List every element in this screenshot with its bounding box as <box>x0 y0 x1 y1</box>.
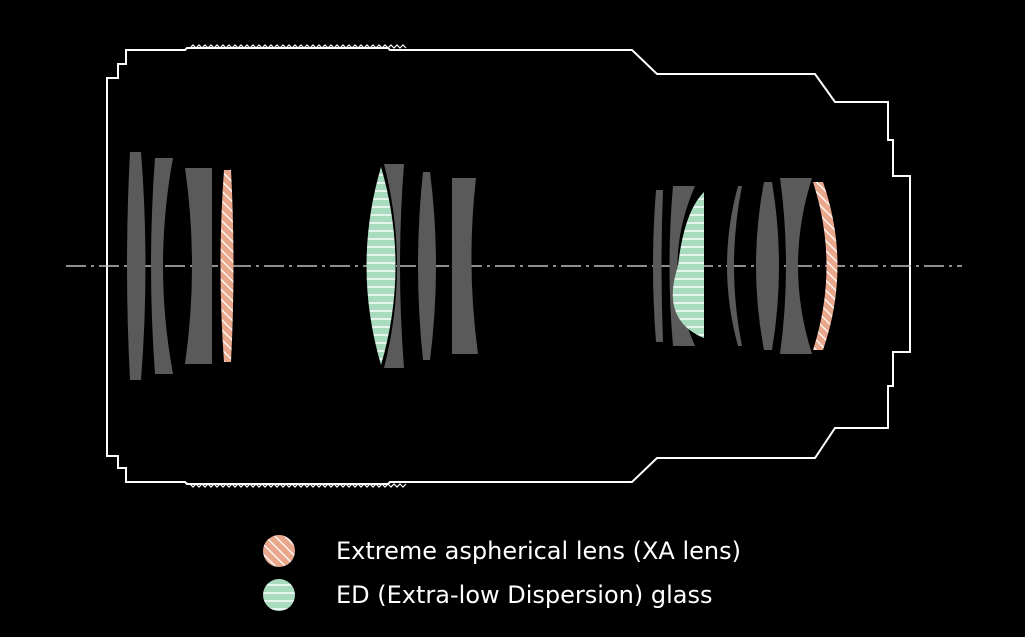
xa-lens-2 <box>813 182 838 350</box>
legend-item-ed-glass: ED (Extra-low Dispersion) glass <box>262 578 712 612</box>
lens-element-10 <box>756 182 779 350</box>
ed-lens-2 <box>672 192 704 338</box>
lens-element-9 <box>727 186 742 346</box>
xa-lens-swatch-icon <box>263 535 295 567</box>
lens-element-6 <box>452 178 478 354</box>
lens-element-1 <box>127 152 146 380</box>
focus-ring-knurl-bottom <box>189 483 407 488</box>
legend-label-ed-glass: ED (Extra-low Dispersion) glass <box>336 581 713 609</box>
legend-label-xa-lens: Extreme aspherical lens (XA lens) <box>336 537 741 565</box>
focus-ring-knurl-top <box>189 44 407 49</box>
legend-item-xa-lens: Extreme aspherical lens (XA lens) <box>262 534 741 568</box>
lens-element-2 <box>151 158 173 374</box>
lens-element-3 <box>185 168 212 364</box>
ed-glass-swatch-icon <box>263 579 295 611</box>
lens-element-7 <box>653 190 663 342</box>
lens-element-4 <box>384 164 404 368</box>
lens-element-5 <box>418 172 436 360</box>
xa-lens-1 <box>220 170 234 362</box>
ed-lens-1 <box>366 167 396 365</box>
lens-element-11 <box>780 178 812 354</box>
lens-barrel-outline <box>106 47 911 485</box>
